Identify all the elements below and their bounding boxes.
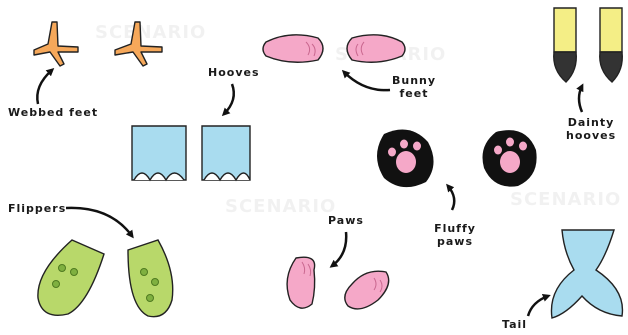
bunny-foot-right — [347, 35, 405, 62]
hooves-label: Hooves — [208, 66, 260, 79]
paw-right — [345, 271, 389, 309]
dainty-hooves-label: Dainty hooves — [566, 116, 616, 142]
flipper-left — [38, 240, 104, 315]
flippers-arrow — [66, 208, 132, 236]
watermark: SCENARIO — [95, 22, 206, 43]
fluffy-paw-left — [377, 130, 434, 188]
hooves-arrow — [224, 84, 234, 114]
tail-label: Tail — [502, 318, 527, 331]
bunny-feet-label-line1: Bunny — [392, 74, 436, 87]
flippers-label: Flippers — [8, 202, 66, 215]
bunny-foot-left — [263, 35, 323, 62]
fluffy-paw-right — [483, 130, 537, 186]
watermark: SCENARIO — [510, 189, 621, 210]
webbed-foot-left — [34, 22, 78, 66]
tail-arrow — [528, 296, 548, 316]
bunny-feet-label: Bunny feet — [392, 74, 436, 100]
fluffy-paws-arrow — [448, 186, 454, 210]
webbed-feet-label: Webbed feet — [8, 106, 98, 119]
hoof-left — [132, 126, 186, 180]
bunny-feet-arrow — [344, 72, 390, 90]
dainty-hooves-label-line2: hooves — [566, 129, 616, 142]
dainty-hoof-right — [600, 8, 623, 82]
dainty-hooves-arrow — [579, 86, 582, 112]
paws-arrow — [332, 232, 346, 266]
fluffy-paws-label-line2: paws — [432, 235, 478, 248]
dainty-hooves-label-line1: Dainty — [566, 116, 616, 129]
hoof-right — [202, 126, 250, 180]
fluffy-paws-label-line1: Fluffy — [432, 222, 478, 235]
fish-tail — [551, 230, 622, 318]
bunny-feet-label-line2: feet — [392, 87, 436, 100]
fluffy-paws-label: Fluffy paws — [432, 222, 478, 248]
webbed-feet-arrow — [37, 70, 52, 104]
paw-left — [287, 257, 315, 308]
paws-label: Paws — [328, 214, 364, 227]
flipper-right — [128, 240, 173, 317]
watermark: SCENARIO — [225, 196, 336, 217]
dainty-hoof-left — [554, 8, 577, 82]
